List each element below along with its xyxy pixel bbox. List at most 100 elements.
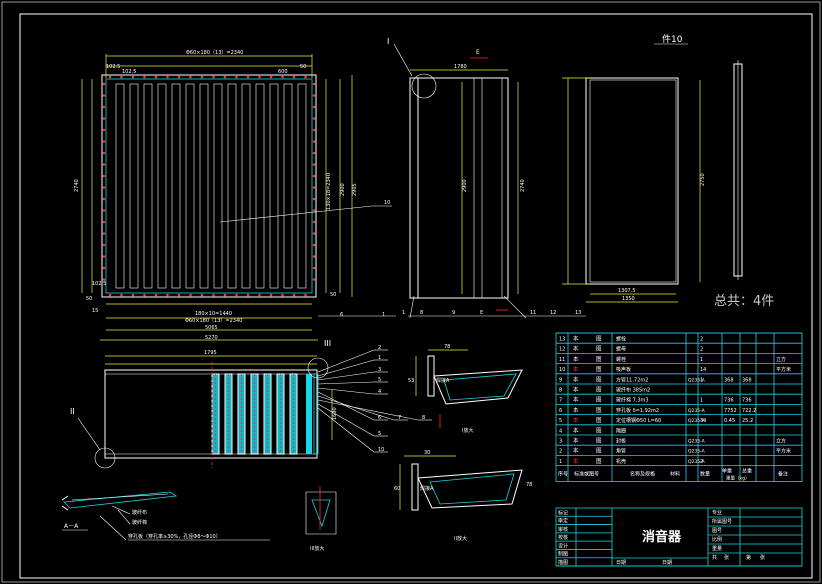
bom-cell-mat: Q235-A	[688, 449, 706, 455]
callout-plan-III: III	[324, 339, 331, 348]
dim-front-top: Φ60×180（13）=2340	[186, 50, 243, 56]
bom-cell-qty: 1	[700, 377, 703, 383]
dim-front-br1: 50	[330, 292, 336, 298]
tb-right-label: 第	[746, 554, 751, 561]
dim-side-right: 2740	[520, 179, 526, 192]
bolt-hole	[258, 75, 261, 79]
bom-cell-std: 本	[573, 386, 579, 394]
bolt-hole	[223, 293, 227, 297]
plan-leader	[317, 349, 375, 373]
callout-front-10: 10	[384, 200, 390, 206]
tb-right-label: 重量	[712, 545, 722, 552]
detail-II-label: II放大	[454, 535, 467, 542]
dim-front-right3: 2905	[352, 183, 358, 196]
bom-cell-no: 13	[559, 337, 565, 343]
plan-leader	[317, 403, 375, 437]
title-block-right-col: 专业所属图号图号比例重量共张第张	[708, 509, 802, 561]
bom-cell-fig: 图	[596, 365, 602, 373]
tb-left-label: 设计	[558, 542, 568, 549]
bolt-hole	[102, 94, 106, 97]
bolt-hole	[143, 293, 146, 297]
bom-cell-unit: 368	[724, 377, 734, 383]
slat	[213, 83, 223, 289]
callout-side-1: 1	[402, 310, 405, 316]
bom-cell-fig: 图	[596, 335, 602, 343]
bolt-hole	[154, 293, 158, 297]
bolt-hole	[166, 75, 169, 79]
plan-callout-num: 5	[378, 431, 381, 437]
bolt-hole	[258, 293, 261, 297]
bom-cell-mat: Q235-A	[688, 377, 706, 383]
callout-plan-II: II	[70, 407, 75, 416]
bolt-hole	[246, 75, 250, 79]
tb-right-label: 图号	[712, 528, 722, 534]
bolt-hole	[102, 186, 106, 189]
slat	[143, 83, 153, 289]
tb-right-label: 张	[724, 554, 729, 561]
part10-view: 件10 2750 1307.5 1350 总共：4件	[562, 33, 774, 309]
bolt-hole	[312, 266, 316, 270]
bom-header-note: 备注	[778, 471, 788, 478]
plan-leader	[317, 395, 395, 421]
tb-right-label: 比例	[712, 536, 722, 543]
bolt-hole	[246, 293, 250, 297]
tb-left-label: 标记	[558, 509, 568, 516]
dim-front-bottom1: 180×10=1440	[195, 311, 232, 317]
dim-side-mid: 2900	[462, 179, 468, 192]
bolt-hole	[312, 186, 316, 189]
slat	[255, 83, 265, 289]
bom-cell-fig: 图	[596, 457, 602, 465]
bolt-hole	[189, 75, 192, 79]
bom-cell-std: 本	[573, 335, 579, 343]
bolt-hole	[312, 232, 316, 235]
bolt-hole	[312, 243, 316, 247]
bom-cell-name: 吸声板	[616, 366, 631, 373]
bom-cell-fig: 图	[596, 386, 602, 394]
bom-frame	[555, 332, 803, 483]
bolt-hole	[120, 75, 123, 79]
bom-cell-unit: 736	[724, 398, 734, 404]
bom-cell-total: 722.2	[742, 408, 756, 414]
bom-cell-fig: 图	[596, 375, 602, 383]
front-hole-row	[102, 75, 316, 297]
bom-cell-name: 方管11.72m2	[616, 376, 648, 383]
plan-leader	[317, 399, 419, 421]
plan-callout-num: 7	[398, 415, 401, 421]
section-label: A－A	[64, 523, 79, 530]
dim-front-tl2: 102.5	[122, 69, 136, 75]
dim-front-bottom4: 5270	[205, 335, 218, 341]
bom-cell-note: 立方	[776, 438, 786, 445]
bom-cell-no: 12	[559, 347, 565, 353]
callout-side-8: 8	[420, 310, 423, 316]
bolt-hole	[177, 75, 181, 79]
bom-cell-std: 本	[573, 355, 579, 363]
bom-cell-mat: Q235-A	[688, 459, 706, 465]
bom-header-mat: 材料	[670, 471, 680, 478]
bom-cell-std: 本	[573, 416, 579, 424]
bom-cell-qty: 2	[700, 459, 703, 465]
bom-header-std: 标准或图号	[574, 471, 599, 478]
bolt-hole	[235, 293, 238, 297]
bom-cell-fig: 图	[596, 345, 602, 353]
bom-cell-no: 1	[559, 459, 562, 465]
tb-left-label: 审核	[558, 526, 568, 533]
callout-side-9: 9	[452, 310, 455, 316]
bolt-hole	[166, 293, 169, 297]
bolt-hole	[102, 243, 106, 247]
bom-cell-unit: 7752	[724, 408, 737, 414]
bom-cell-name: 螺栓	[616, 336, 626, 343]
plan-callout-num: 4	[378, 389, 381, 395]
plan-leader	[317, 381, 375, 385]
bom-cell-total: 736	[742, 398, 752, 404]
bolt-hole	[292, 75, 296, 79]
title-date-label2: 日期	[662, 560, 672, 566]
bolt-hole	[131, 75, 135, 79]
